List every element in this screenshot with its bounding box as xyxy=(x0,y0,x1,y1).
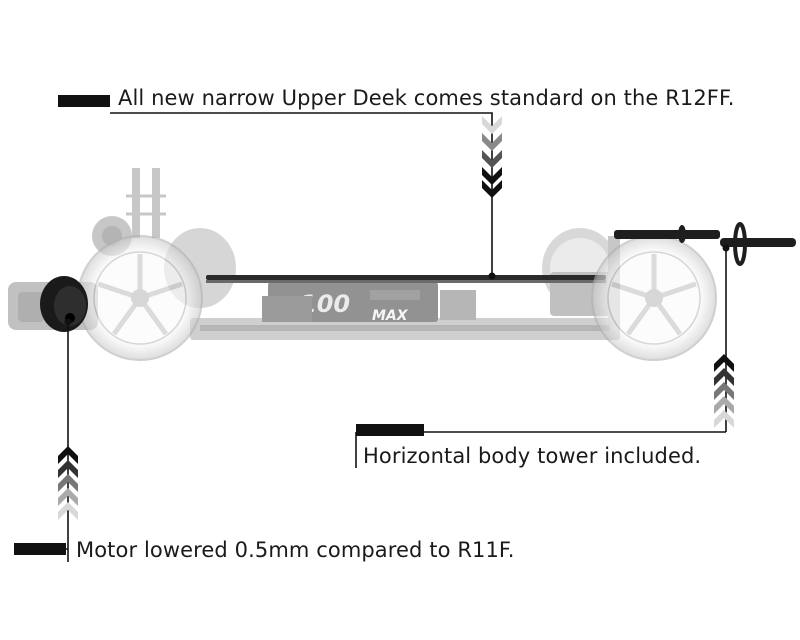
callout-motor xyxy=(14,318,78,562)
rear-body-post-right xyxy=(152,168,160,238)
leader-line xyxy=(110,112,493,276)
callout-body-tower xyxy=(355,244,734,468)
front-wheel xyxy=(591,235,717,361)
upper-deck xyxy=(206,275,606,283)
rear-wheel xyxy=(77,235,203,361)
callout-text-body-tower: Horizontal body tower included. xyxy=(363,444,702,468)
esc-brand: MAX xyxy=(372,308,409,324)
callout-bar xyxy=(356,424,424,436)
chevron-up-icon xyxy=(58,446,78,520)
motor xyxy=(40,276,88,332)
callout-bar xyxy=(58,95,110,107)
chevron-up-icon xyxy=(714,354,734,428)
rear-body-post-left xyxy=(132,168,140,238)
callout-text-motor: Motor lowered 0.5mm compared to R11F. xyxy=(76,538,515,562)
chevron-down-icon xyxy=(482,116,502,198)
body-tower xyxy=(614,222,796,266)
callout-upper-deck xyxy=(58,95,502,280)
callout-text-upper-deck: All new narrow Upper Deek comes standard… xyxy=(118,86,735,110)
